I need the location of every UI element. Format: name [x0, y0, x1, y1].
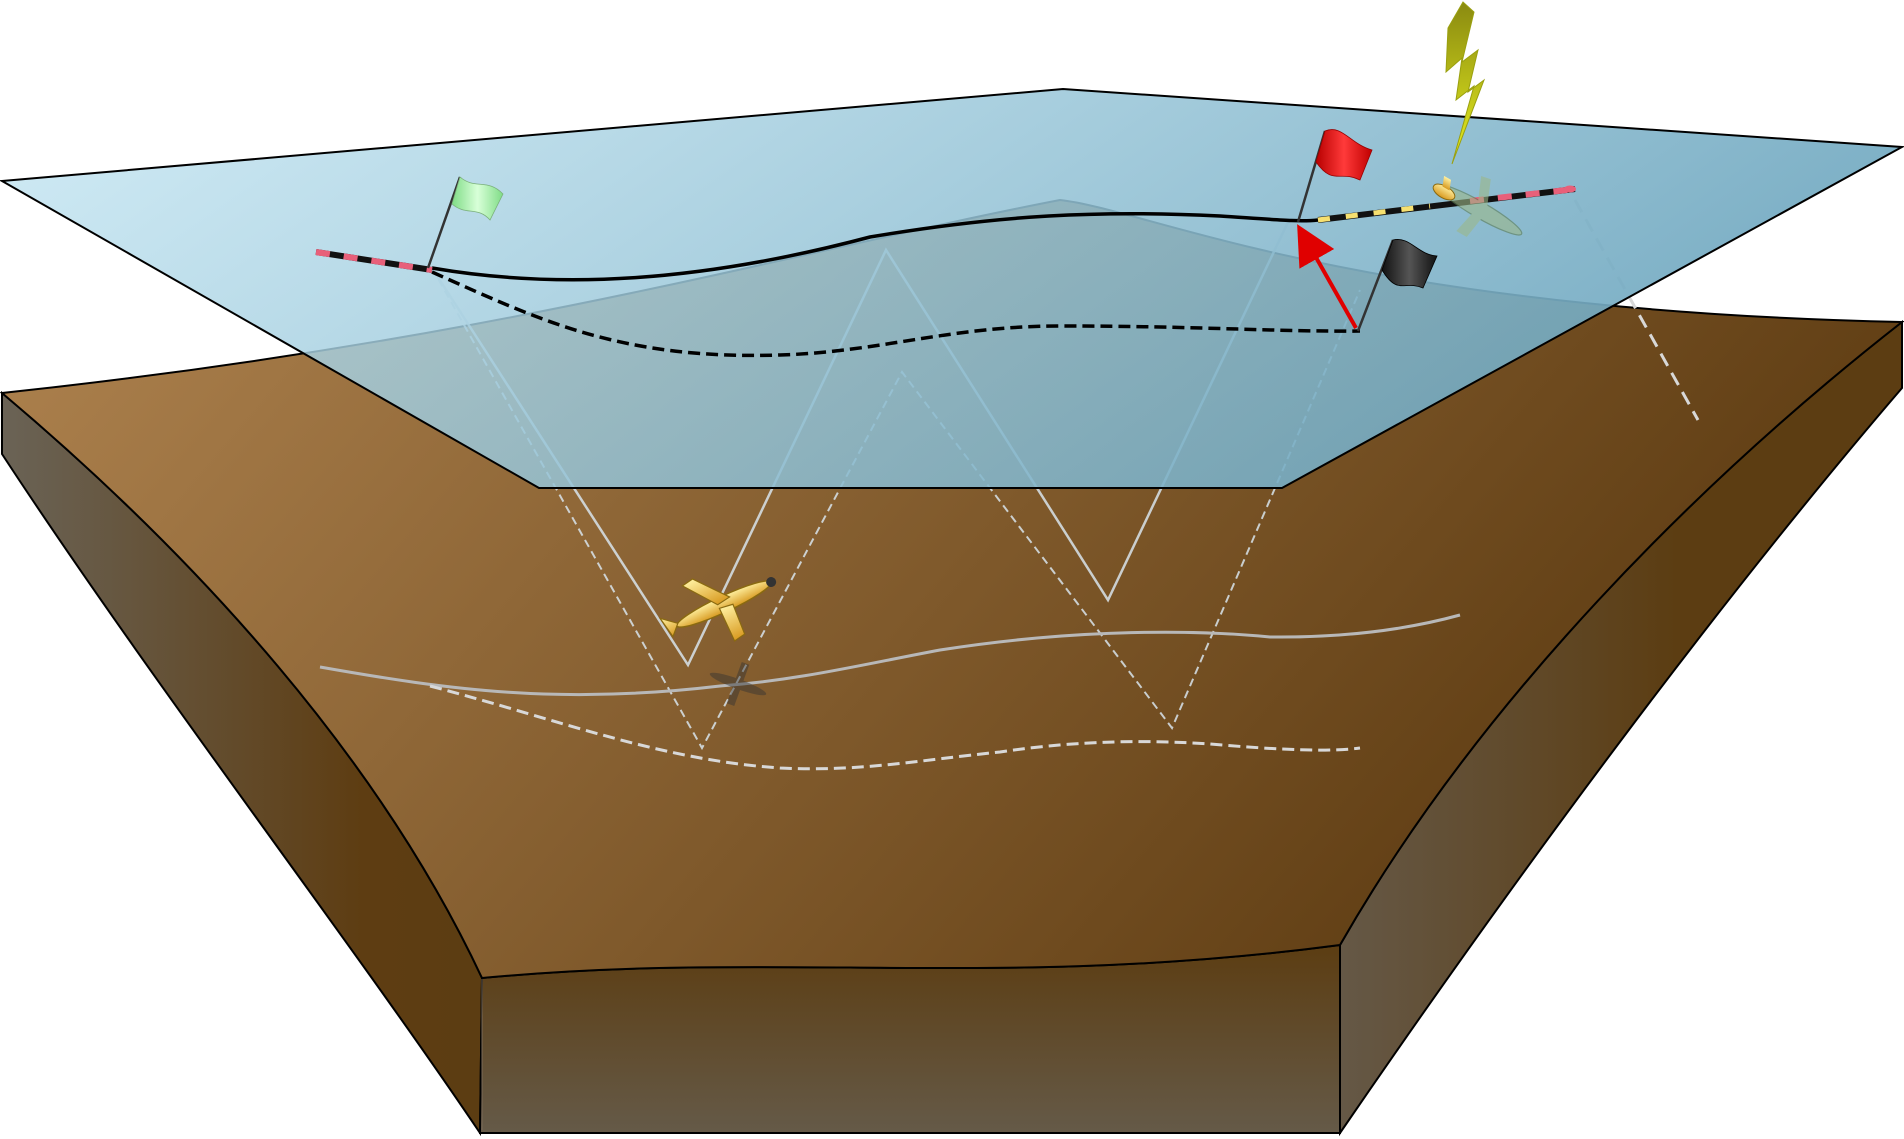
surface-to-seabed-drop-line [1573, 199, 1700, 421]
glider-submerged [658, 577, 777, 642]
surface-end-segment [1317, 185, 1576, 223]
position-correction-arrow [1297, 224, 1358, 329]
glider-antenna-part [1432, 175, 1456, 201]
surface-start-segment [315, 249, 433, 273]
seabed-projection-actual-path [319, 613, 1461, 697]
dead-reckoned-path [431, 270, 1361, 358]
estimated-position-flag [1356, 239, 1438, 332]
flag-icon [451, 176, 504, 221]
lightning-bolt-icon [1445, 1, 1486, 165]
flag-icon [1315, 129, 1373, 181]
seabed-projection-estimated-path [429, 684, 1361, 771]
flag-icon [1381, 239, 1438, 289]
surfacing-flag [1296, 129, 1373, 223]
start-flag [426, 176, 504, 269]
glider-shadow [709, 661, 767, 707]
actual-path [431, 211, 1319, 282]
seabed-front-face [478, 943, 1341, 1134]
surface-paths [315, 185, 1576, 358]
